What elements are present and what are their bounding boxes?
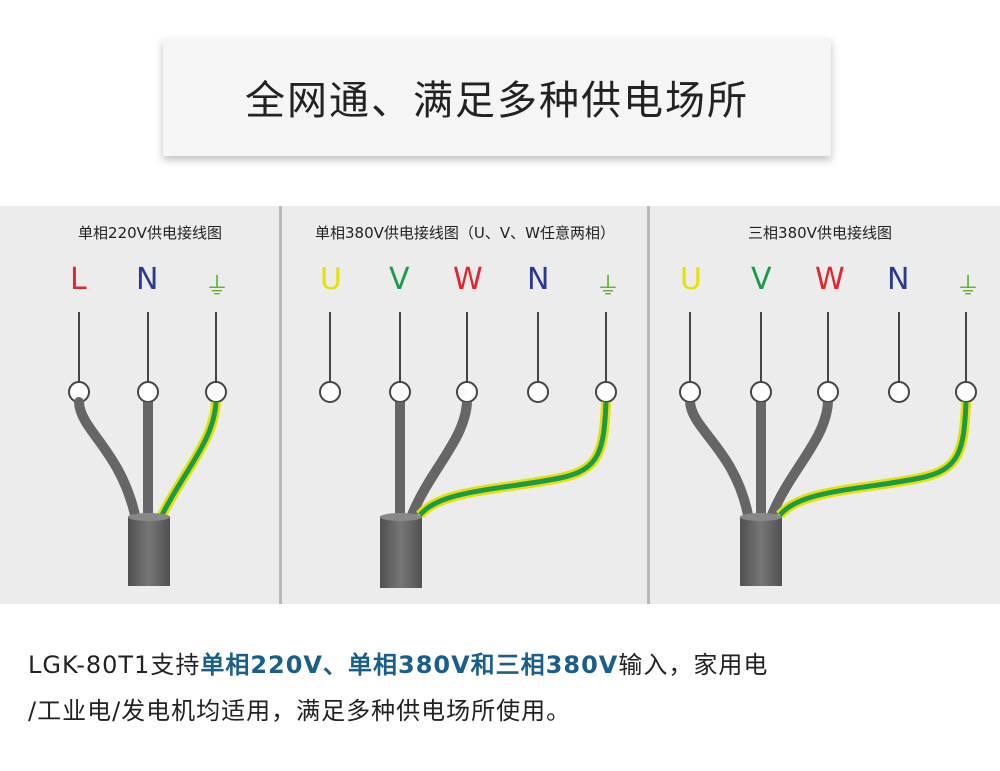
diagram-single-380: [319, 311, 617, 588]
panel-title-three-380: 三相380V供电接线图: [748, 224, 892, 242]
panel-title-single-380: 单相380V供电接线图（U、V、W任意两相）: [315, 224, 615, 242]
terminal-label-N: N: [527, 262, 550, 297]
description-highlight: 单相220V、单相380V和三相380V: [200, 651, 619, 679]
title-banner: 全网通、满足多种供电场所: [163, 38, 831, 156]
description-part1: LGK-80T1支持: [28, 651, 201, 679]
panel-title-single-220: 单相220V供电接线图: [78, 224, 222, 242]
terminal-label-W: W: [815, 262, 845, 297]
terminal-label-W: W: [453, 262, 483, 297]
terminal-label-U: U: [320, 262, 342, 297]
terminal-label-N: N: [136, 262, 159, 297]
diagram-single-220: [68, 311, 227, 586]
ground-label: ⏚: [596, 272, 620, 300]
diagram-three-380: [679, 311, 977, 586]
ground-label: ⏚: [956, 272, 980, 300]
terminal-label-N: N: [887, 262, 910, 297]
description-line2: /工业电/发电机均适用，满足多种供电场所使用。: [28, 697, 572, 725]
terminal-label-V: V: [389, 262, 410, 297]
page-title: 全网通、满足多种供电场所: [245, 78, 749, 124]
panel-divider: [279, 206, 282, 604]
panel-divider: [647, 206, 650, 604]
terminal-label-V: V: [751, 262, 772, 297]
description-part2: 输入，家用电: [618, 651, 769, 679]
description-text: LGK-80T1支持单相220V、单相380V和三相380V输入，家用电 /工业…: [28, 642, 988, 734]
terminal-label-U: U: [680, 262, 702, 297]
terminal-label-L: L: [70, 262, 87, 297]
ground-label: ⏚: [205, 272, 229, 300]
